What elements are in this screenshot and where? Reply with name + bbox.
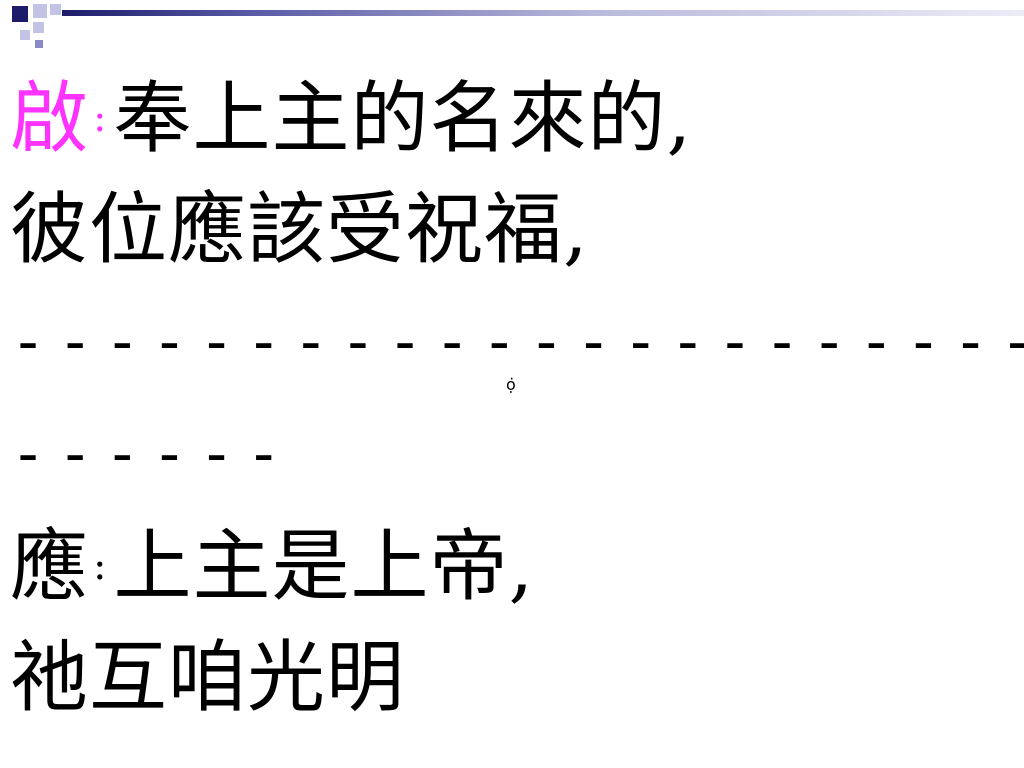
header-gradient-bar <box>62 10 1024 16</box>
line-5-text: 上主是上帝, <box>113 522 535 612</box>
speaker-colon: : <box>93 95 108 141</box>
line-6: 祂互咱光明 <box>10 622 1014 734</box>
speaker-label-ying: 應 <box>10 522 90 612</box>
deco-square <box>50 4 61 15</box>
speaker-label-qi: 啟 <box>10 74 90 164</box>
separator-dashes-2: ------ <box>10 419 293 489</box>
header-decoration <box>0 0 1024 52</box>
line-6-text: 祂互咱光明 <box>10 633 406 723</box>
speaker-colon: : <box>93 543 108 589</box>
deco-square <box>12 6 28 22</box>
deco-square <box>20 30 30 40</box>
line-2: 彼位應該受祝福, <box>10 174 1014 286</box>
liturgy-text: 啟:奉上主的名來的, 彼位應該受祝福, --------------------… <box>10 62 1024 734</box>
deco-square <box>33 4 47 18</box>
stray-mark: ọ̇ <box>506 375 516 394</box>
deco-square <box>33 22 44 33</box>
line-1-text: 奉上主的名來的, <box>113 74 693 164</box>
separator-dashes-1: ---------------------- <box>10 307 1024 377</box>
line-5: 應:上主是上帝, <box>10 510 1014 622</box>
line-1: 啟:奉上主的名來的, <box>10 62 1014 174</box>
deco-square <box>35 40 43 48</box>
line-2-text: 彼位應該受祝福, <box>10 185 589 275</box>
